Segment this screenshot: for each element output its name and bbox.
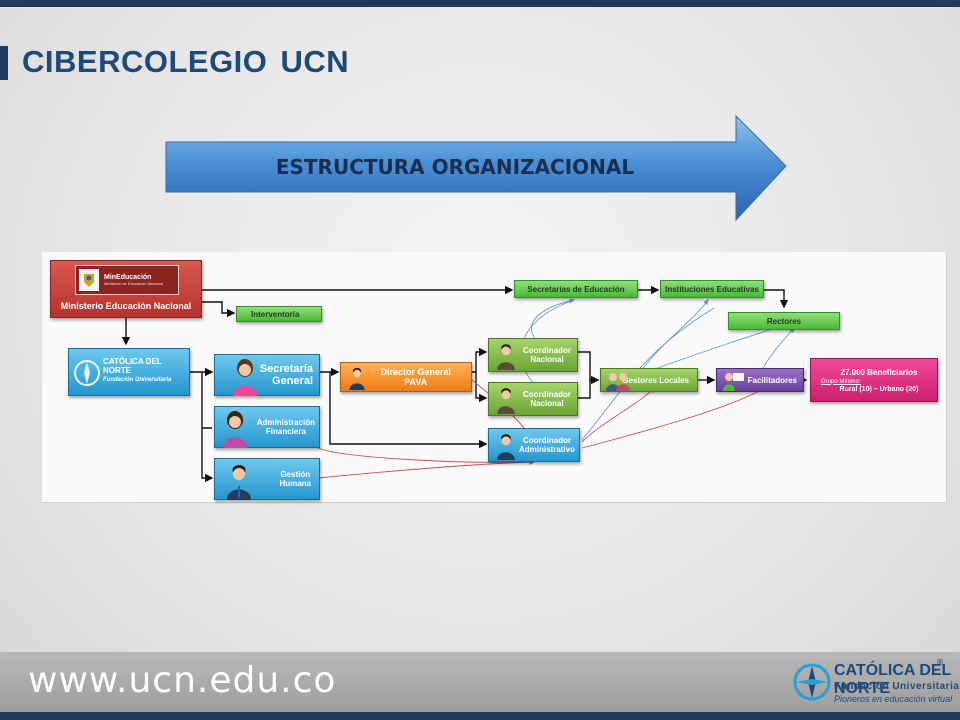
footer-url[interactable]: www.ucn.edu.co — [28, 660, 337, 701]
coordinador-nacional-node: Coordinador Nacional — [488, 338, 578, 372]
man-avatar-icon — [497, 344, 515, 370]
interventoria-node: Interventoría — [236, 306, 322, 322]
mineducacion-subtitle: Ministerio de Educación Nacional — [104, 281, 164, 286]
beneficiarios-sub: Grupo Mínimo: — [821, 378, 861, 385]
interventoria-label: Interventoría — [251, 309, 300, 319]
bottom-bar — [0, 712, 960, 720]
mineducacion-title: MinEducación — [104, 274, 152, 281]
footer: www.ucn.edu.co CATÓLICA DEL NORTE ® Fund… — [0, 652, 960, 712]
banner-title: ESTRUCTURA ORGANIZACIONAL — [275, 155, 635, 179]
page-title: CIBERCOLEGIO UCN — [22, 44, 350, 79]
title-accent — [0, 46, 8, 80]
beneficiarios-detail: Rural (10) – Urbano (20) — [839, 385, 919, 393]
secretarias-label: Secretarías de Educación — [527, 284, 625, 294]
compass-icon — [74, 360, 100, 386]
gestion-line2: Humana — [279, 479, 311, 488]
ucn-compass-logo-icon — [793, 663, 831, 701]
secretarias-node: Secretarías de Educación — [514, 280, 638, 298]
man-avatar-icon — [497, 434, 515, 460]
footer-logo-registered: ® — [936, 658, 944, 667]
banner-arrow — [165, 114, 787, 222]
coord2-line2: Nacional — [530, 399, 564, 408]
coord-admin-line1: Coordinador — [522, 436, 571, 445]
director-line2: PAVA — [404, 377, 428, 387]
facilitadores-label: Facilitadores — [747, 375, 797, 385]
administracion-node: Administración Financiera — [214, 406, 320, 448]
ministerio-label: Ministerio Educación Nacional — [60, 301, 192, 311]
coord2-line1: Coordinador — [523, 390, 571, 399]
instituciones-node: Instituciones Educativas — [660, 280, 764, 298]
beneficiarios-title: 27.000 Beneficiarios — [840, 367, 918, 377]
secretaria-general-line1: Secretaría — [259, 363, 313, 375]
gestion-humana-node: Gestión Humana — [214, 458, 320, 500]
administracion-line1: Administración — [256, 418, 315, 427]
facilitadores-node: Facilitadores — [716, 368, 804, 392]
colombia-crest-icon — [79, 269, 99, 291]
beneficiarios-node: 27.000 Beneficiarios Grupo Mínimo: Rural… — [810, 358, 938, 402]
gestores-label: Gestores Locales — [622, 375, 689, 385]
ucn-logo-node: CATÓLICA DEL NORTE Fundación Universitar… — [68, 348, 190, 396]
footer-logo-sub: Fundación Universitaria — [834, 681, 960, 692]
man-avatar-icon — [349, 367, 365, 390]
coord1-line1: Coordinador — [523, 346, 571, 355]
secretaria-general-line2: General — [272, 375, 313, 387]
footer-logo-name: CATÓLICA DEL NORTE — [834, 662, 952, 697]
man-avatar-icon — [497, 388, 515, 414]
ministerio-node: MinEducación Ministerio de Educación Nac… — [50, 260, 202, 318]
ucn-logo-name: CATÓLICA DEL NORTE — [103, 357, 162, 375]
instituciones-label: Instituciones Educativas — [665, 284, 759, 294]
administracion-line2: Financiera — [265, 427, 306, 436]
group-avatar-icon — [606, 373, 630, 391]
coordinador-nacional-node: Coordinador Nacional — [488, 382, 578, 416]
man-avatar-icon — [227, 465, 251, 500]
footer-logo-tagline: Pioneros en educación virtual — [834, 694, 953, 704]
director-node: Director General PAVA — [340, 362, 472, 392]
teacher-avatar-icon — [723, 373, 744, 391]
secretaria-general-node: Secretaría General — [214, 354, 320, 396]
rectores-label: Rectores — [766, 316, 802, 326]
director-line1: Director General — [380, 367, 451, 377]
gestion-line1: Gestión — [280, 470, 311, 479]
ucn-logo-sub: Fundación Universitaria — [103, 377, 172, 383]
coord1-line2: Nacional — [530, 355, 564, 364]
top-bar — [0, 0, 960, 7]
woman-avatar-icon — [223, 411, 247, 448]
org-chart: MinEducación Ministerio de Educación Nac… — [42, 252, 947, 503]
rectores-node: Rectores — [728, 312, 840, 330]
mineducacion-badge: MinEducación Ministerio de Educación Nac… — [75, 265, 179, 295]
woman-avatar-icon — [233, 359, 257, 396]
gestores-node: Gestores Locales — [600, 368, 698, 392]
coordinador-administrativo-node: Coordinador Administrativo — [488, 428, 580, 462]
coord-admin-line2: Administrativo — [518, 445, 575, 454]
